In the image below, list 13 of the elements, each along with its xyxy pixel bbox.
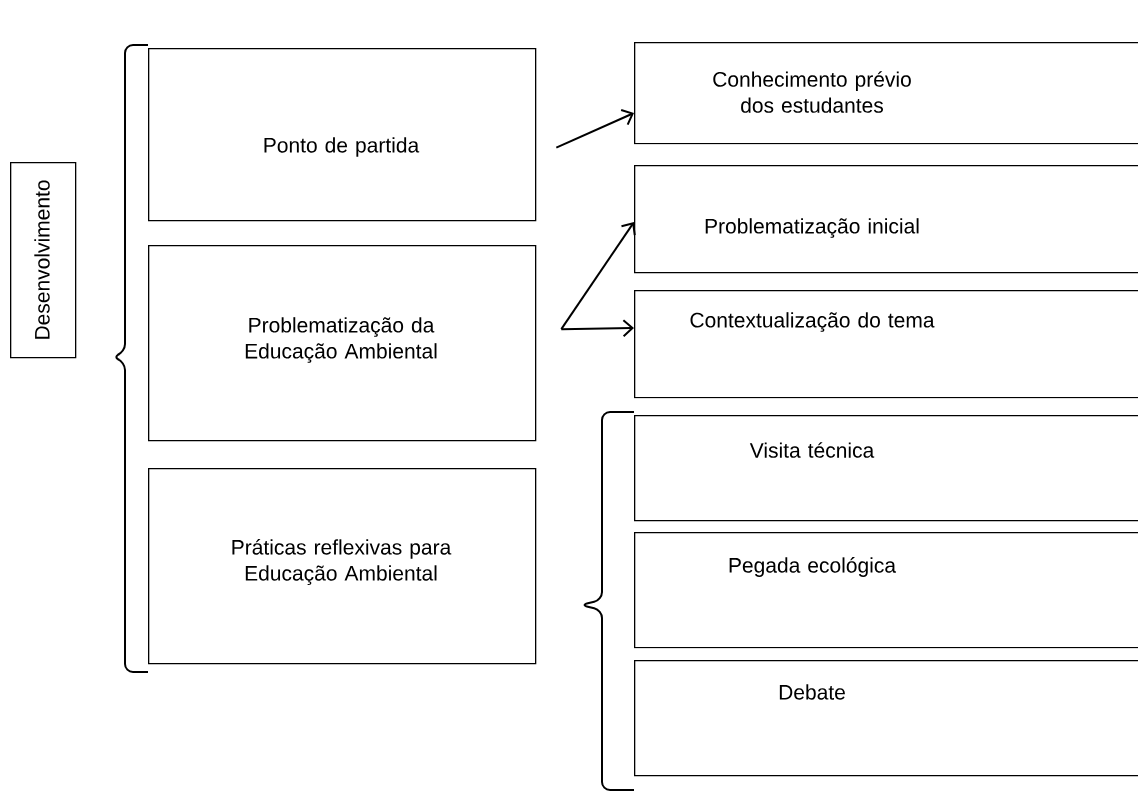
arrow: [560, 222, 636, 331]
text-box: Problematização inicial: [634, 165, 1138, 274]
arrow: [555, 108, 634, 149]
text-box: Visita técnica: [634, 415, 1138, 522]
text-box: Desenvolvimento: [10, 162, 77, 359]
text-box: Debate: [634, 660, 1138, 777]
arrow: [560, 319, 634, 338]
text-box: Pegada ecológica: [634, 532, 1138, 649]
text-box: Contextualização do tema: [634, 290, 1138, 399]
text-box: Práticas reflexivas para Educação Ambiental: [148, 468, 537, 665]
text-box: Ponto de partida: [148, 48, 537, 222]
text-box: Problematização da Educação Ambiental: [148, 245, 537, 442]
text-box: Conhecimento prévio dos estudantes: [634, 42, 1138, 145]
